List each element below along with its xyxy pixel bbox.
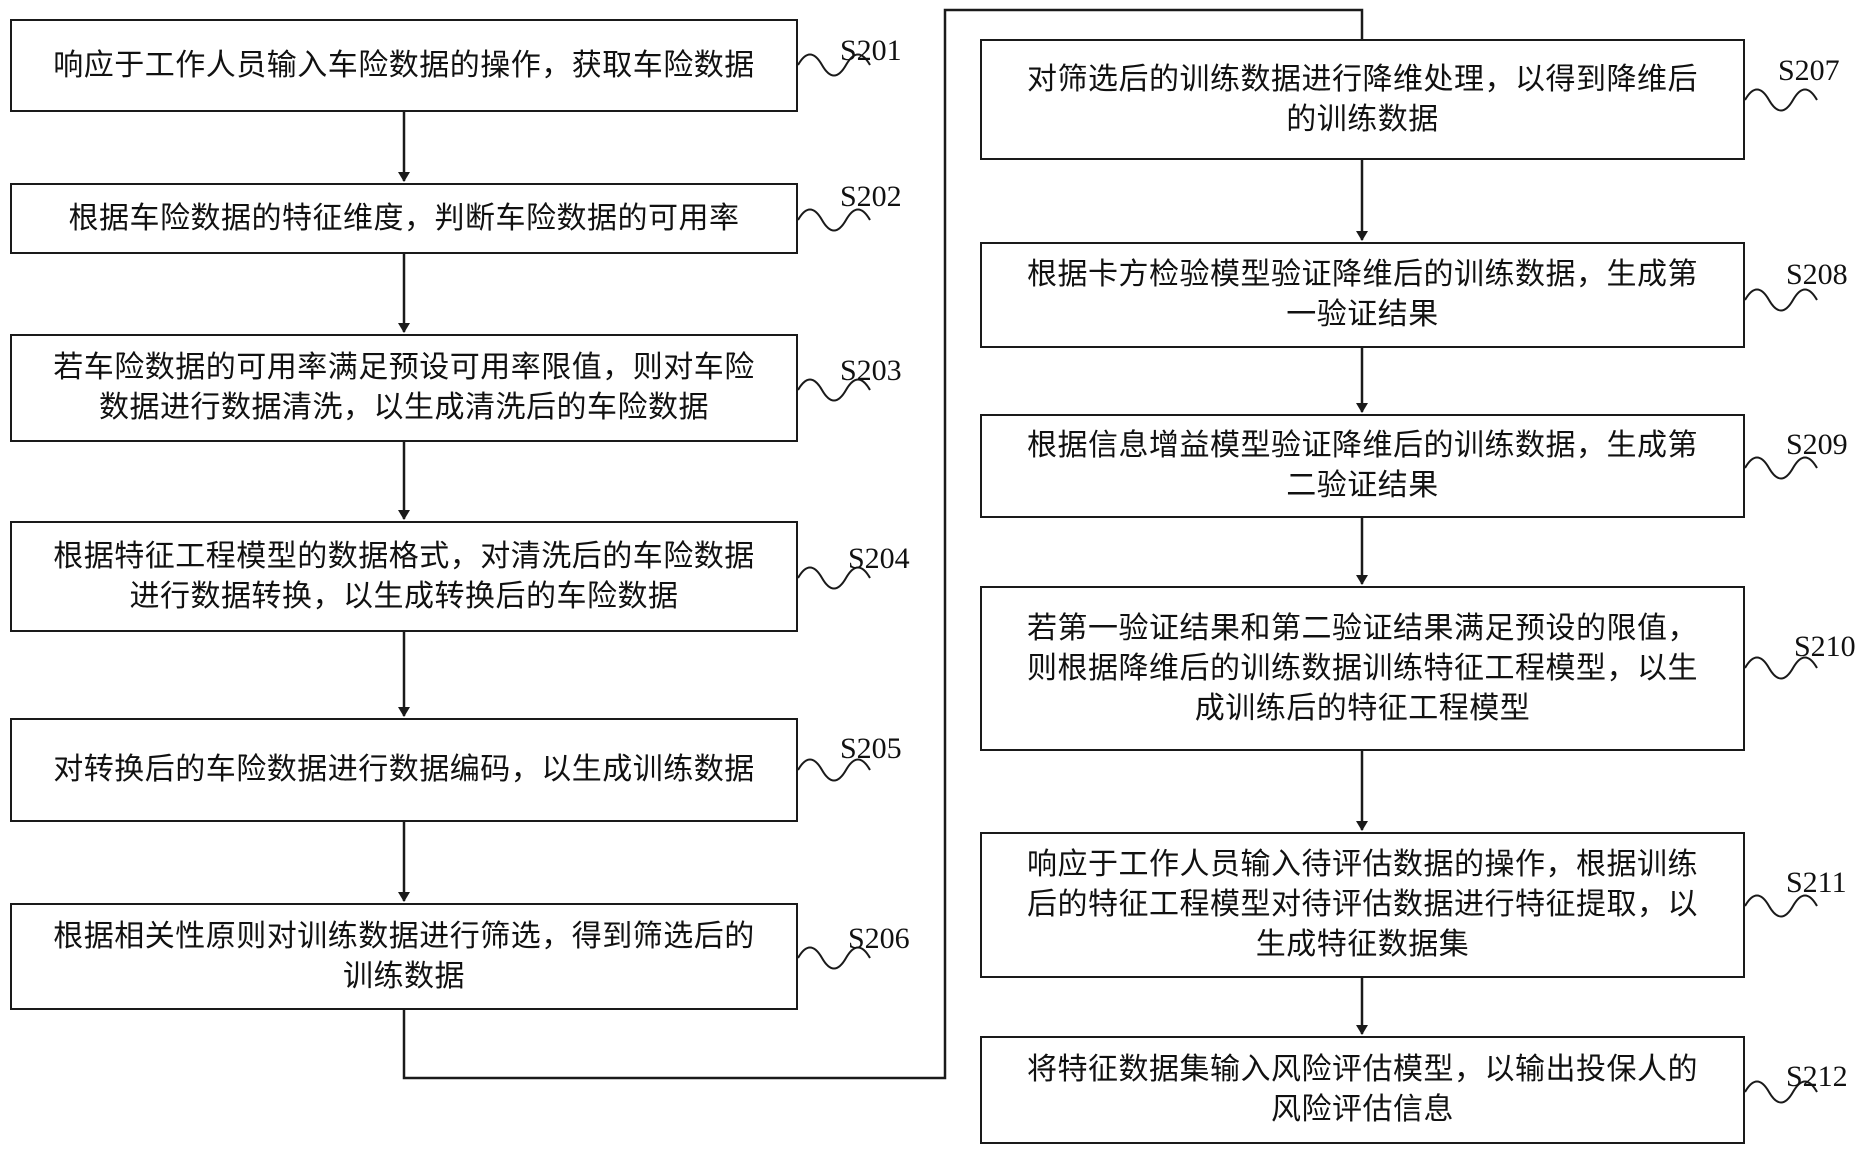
step-label-s208: S208 (1786, 258, 1848, 291)
step-text-s201: 响应于工作人员输入车险数据的操作，获取车险数据 (53, 47, 755, 83)
leader-line-s209 (1744, 456, 1818, 480)
step-box-s204: 根据特征工程模型的数据格式，对清洗后的车险数据进行数据转换，以生成转换后的车险数… (10, 521, 798, 632)
step-text-s205: 对转换后的车险数据进行数据编码，以生成训练数据 (53, 752, 755, 787)
step-box-s203: 若车险数据的可用率满足预设可用率限值，则对车险数据进行数据清洗，以生成清洗后的车… (10, 334, 798, 442)
step-label-s209: S209 (1786, 428, 1848, 461)
step-box-s207: 对筛选后的训练数据进行降维处理，以得到降维后的训练数据 (980, 39, 1745, 160)
step-box-s212: 将特征数据集输入风险评估模型，以输出投保人的风险评估信息 (980, 1036, 1745, 1144)
crossover-connector (402, 8, 1364, 1080)
leader-line-s208 (1744, 288, 1818, 312)
step-label-s203: S203 (840, 354, 902, 387)
step-box-s201: 响应于工作人员输入车险数据的操作，获取车险数据 (10, 19, 798, 112)
step-box-s208: 根据卡方检验模型验证降维后的训练数据，生成第一验证结果 (980, 242, 1745, 348)
step-label-s210: S210 (1794, 630, 1856, 663)
step-text-s204: 根据特征工程模型的数据格式，对清洗后的车险数据进行数据转换，以生成转换后的车险数… (53, 538, 755, 614)
step-label-s211: S211 (1786, 866, 1847, 899)
step-box-s205: 对转换后的车险数据进行数据编码，以生成训练数据 (10, 718, 798, 822)
step-text-s210: 若第一验证结果和第二验证结果满足预设的限值，则根据降维后的训练数据训练特征工程模… (1027, 610, 1698, 726)
step-text-s202: 根据车险数据的特征维度，判断车险数据的可用率 (68, 200, 740, 236)
step-box-s206: 根据相关性原则对训练数据进行筛选，得到筛选后的训练数据 (10, 903, 798, 1010)
leader-line-s205 (797, 758, 871, 782)
step-label-s206: S206 (848, 922, 910, 955)
step-text-s207: 对筛选后的训练数据进行降维处理，以得到降维后的训练数据 (1027, 61, 1698, 137)
leader-line-s202 (797, 208, 871, 232)
step-box-s211: 响应于工作人员输入待评估数据的操作，根据训练后的特征工程模型对待评估数据进行特征… (980, 832, 1745, 978)
step-label-s201: S201 (840, 34, 902, 67)
step-label-s212: S212 (1786, 1060, 1848, 1093)
step-text-s209: 根据信息增益模型验证降维后的训练数据，生成第二验证结果 (1027, 428, 1698, 503)
leader-line-s204 (797, 566, 871, 590)
step-label-s205: S205 (840, 732, 902, 765)
step-text-s206: 根据相关性原则对训练数据进行筛选，得到筛选后的训练数据 (53, 918, 755, 994)
leader-line-s206 (797, 946, 871, 970)
leader-line-s207 (1744, 88, 1818, 112)
step-label-s207: S207 (1778, 54, 1840, 87)
step-label-s204: S204 (848, 542, 910, 575)
leader-line-s210 (1744, 656, 1818, 680)
leader-line-s201 (797, 53, 871, 77)
step-text-s211: 响应于工作人员输入待评估数据的操作，根据训练后的特征工程模型对待评估数据进行特征… (1027, 847, 1698, 962)
leader-line-s212 (1744, 1080, 1818, 1104)
step-box-s209: 根据信息增益模型验证降维后的训练数据，生成第二验证结果 (980, 414, 1745, 518)
step-text-s212: 将特征数据集输入风险评估模型，以输出投保人的风险评估信息 (1027, 1052, 1698, 1127)
step-box-s210: 若第一验证结果和第二验证结果满足预设的限值，则根据降维后的训练数据训练特征工程模… (980, 586, 1745, 751)
step-text-s208: 根据卡方检验模型验证降维后的训练数据，生成第一验证结果 (1027, 257, 1698, 332)
leader-line-s203 (797, 378, 871, 402)
step-text-s203: 若车险数据的可用率满足预设可用率限值，则对车险数据进行数据清洗，以生成清洗后的车… (53, 350, 755, 425)
step-box-s202: 根据车险数据的特征维度，判断车险数据的可用率 (10, 183, 798, 254)
leader-line-s211 (1744, 894, 1818, 918)
step-label-s202: S202 (840, 180, 902, 213)
